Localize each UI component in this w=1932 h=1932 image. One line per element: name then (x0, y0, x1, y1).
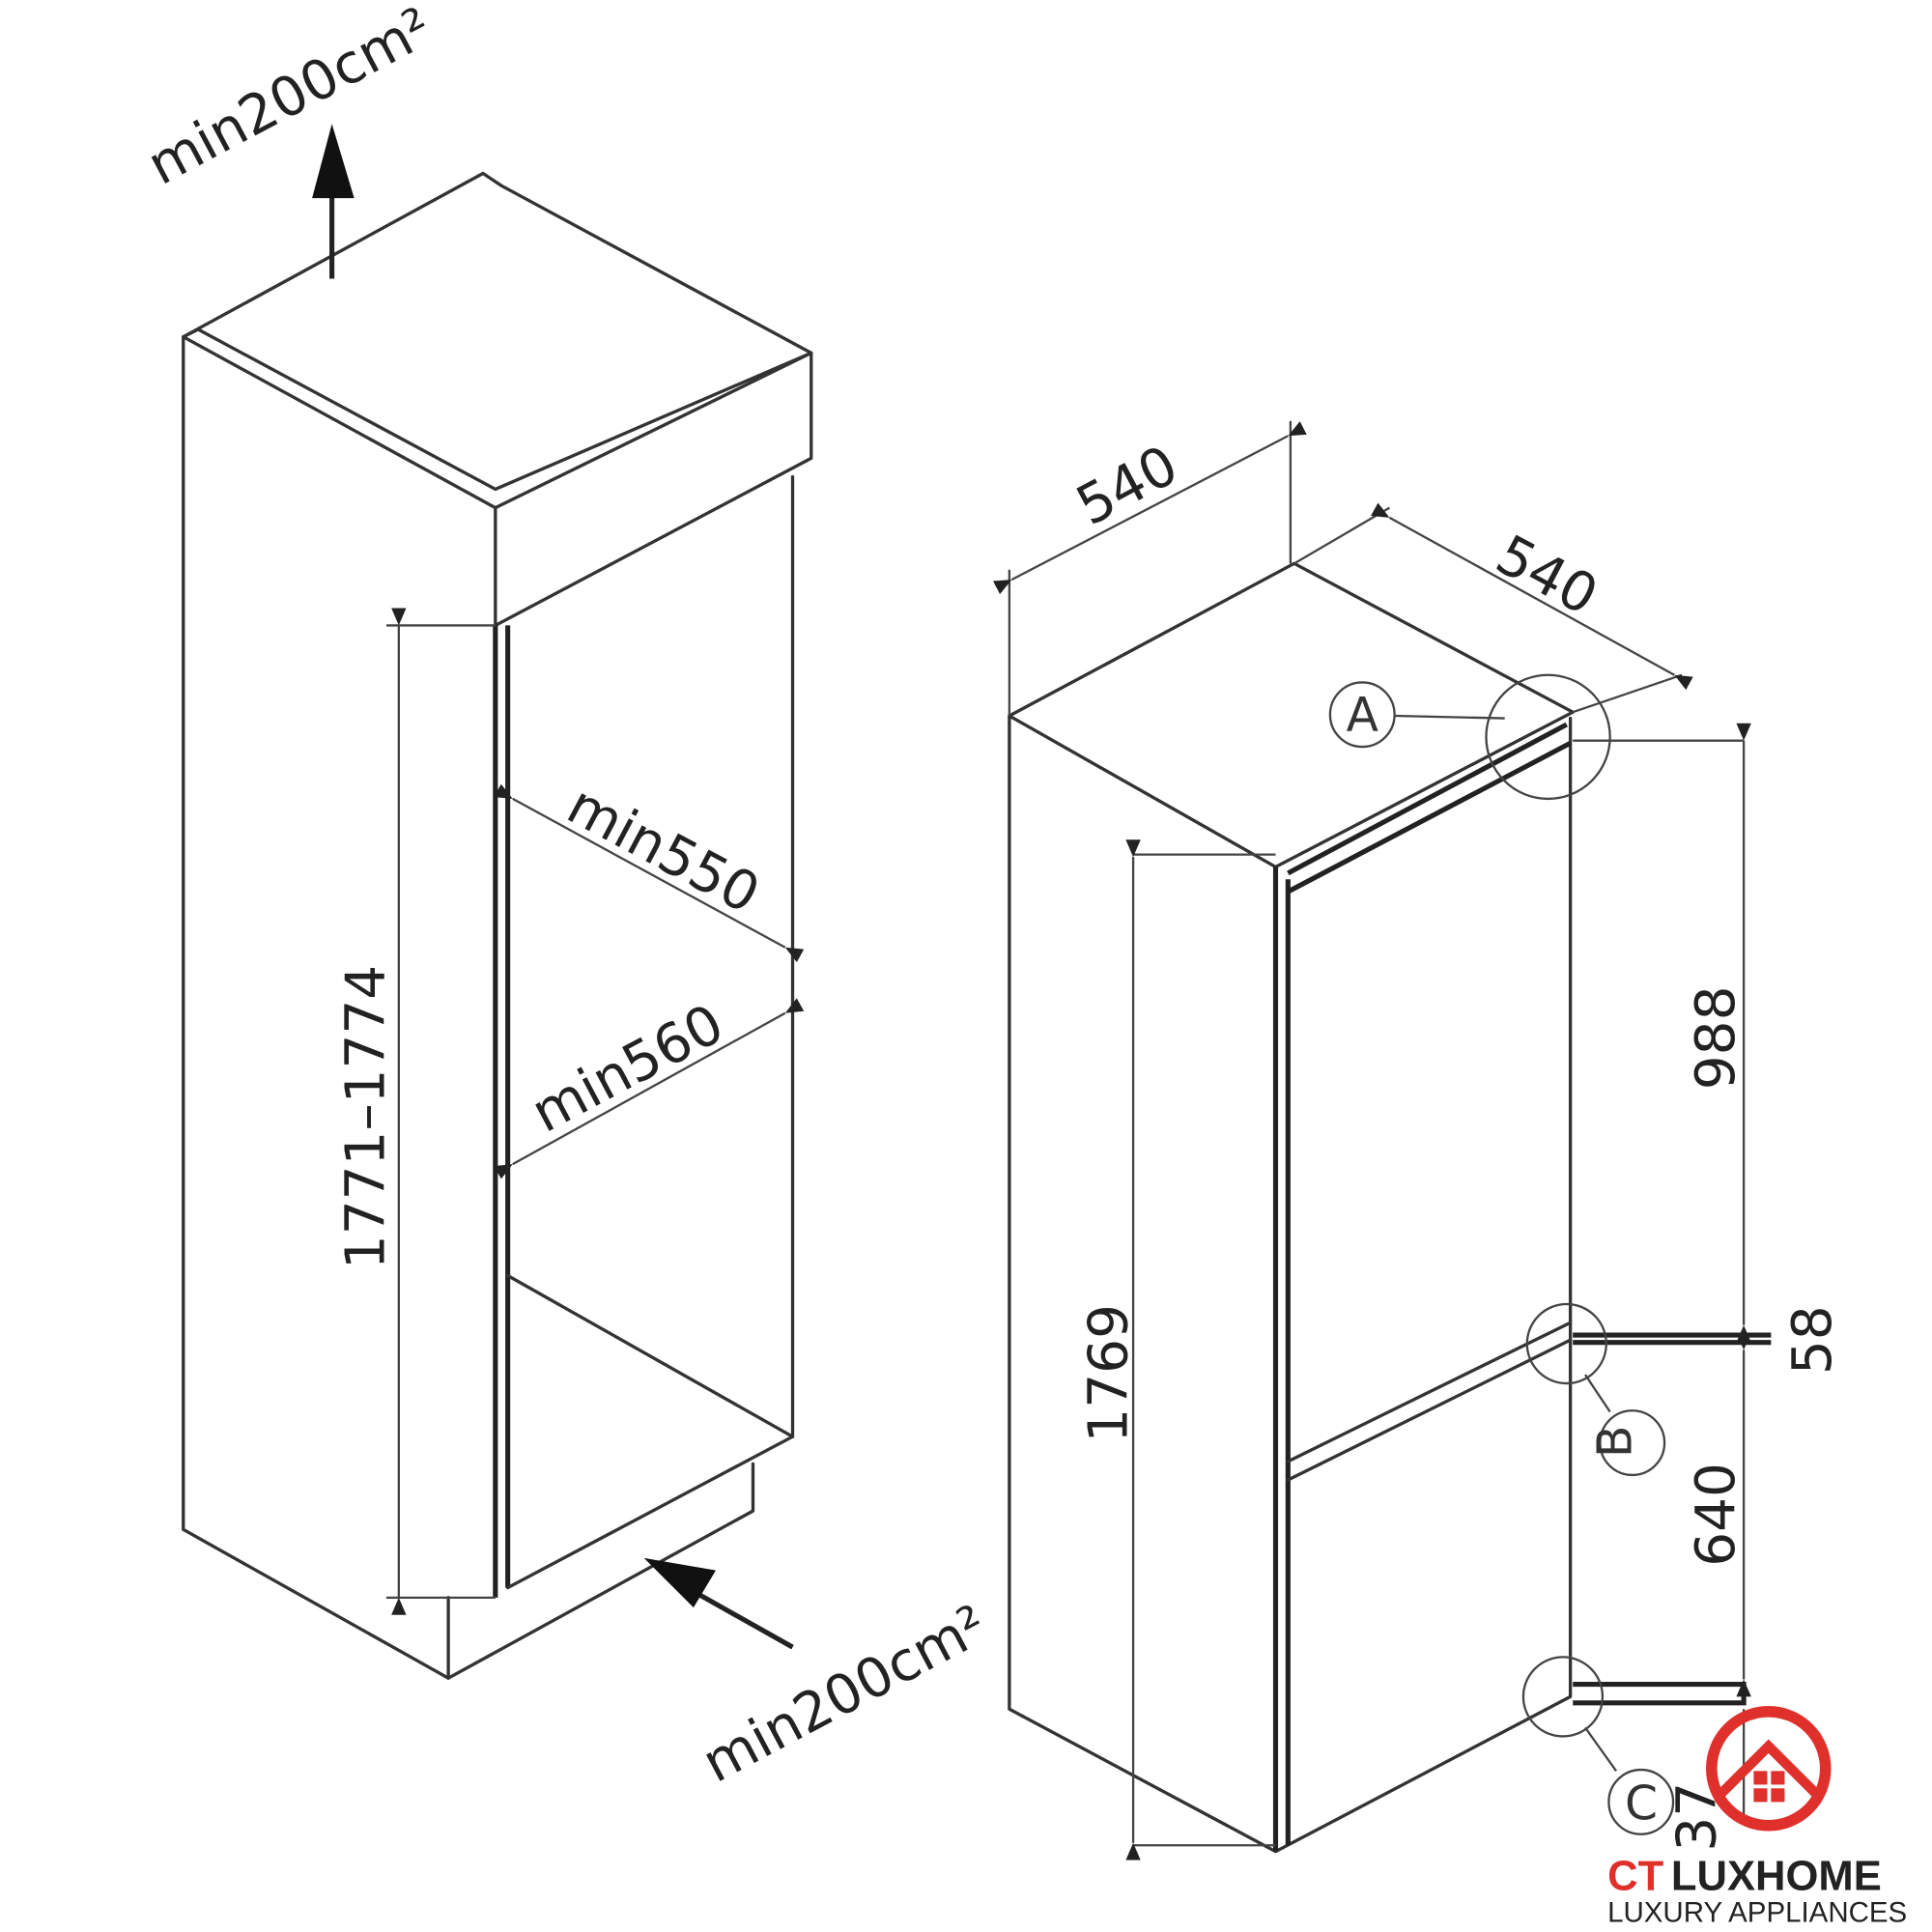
gap-label: 58 (1781, 1305, 1844, 1375)
width-label: 540 (1066, 434, 1188, 538)
vent-up-arrow-icon (312, 124, 355, 199)
niche-width-label: min560 (522, 993, 733, 1146)
callout-a-label: A (1347, 688, 1378, 742)
logo-brand-dark: LUXHOME (1671, 1853, 1882, 1899)
callout-c-label: C (1625, 1776, 1658, 1831)
callout-a-circle (1485, 673, 1611, 801)
logo-brand-red: CT (1607, 1853, 1663, 1899)
cabinet-drawing (182, 124, 813, 1680)
lower-door-label: 640 (1685, 1463, 1747, 1567)
logo-house-icon (1706, 1706, 1832, 1832)
vent-in-arrow-icon (643, 1557, 717, 1608)
vent-top-label: min200cm² (138, 0, 442, 198)
niche-height-label: 1771–1774 (334, 965, 397, 1269)
vent-bottom-label: min200cm² (693, 1594, 997, 1796)
callout-b-label: B (1588, 1426, 1642, 1458)
upper-door-label: 988 (1685, 986, 1747, 1091)
callout-b-circle (1525, 1302, 1607, 1385)
logo-tagline: LUXURY APPLIANCES (1607, 1897, 1907, 1929)
fridge-drawing (992, 420, 1772, 1861)
depth-label: min550 (557, 774, 769, 926)
depth-label: 540 (1486, 524, 1607, 628)
height-label: 1769 (1078, 1304, 1141, 1443)
callout-c-circle (1521, 1656, 1605, 1738)
